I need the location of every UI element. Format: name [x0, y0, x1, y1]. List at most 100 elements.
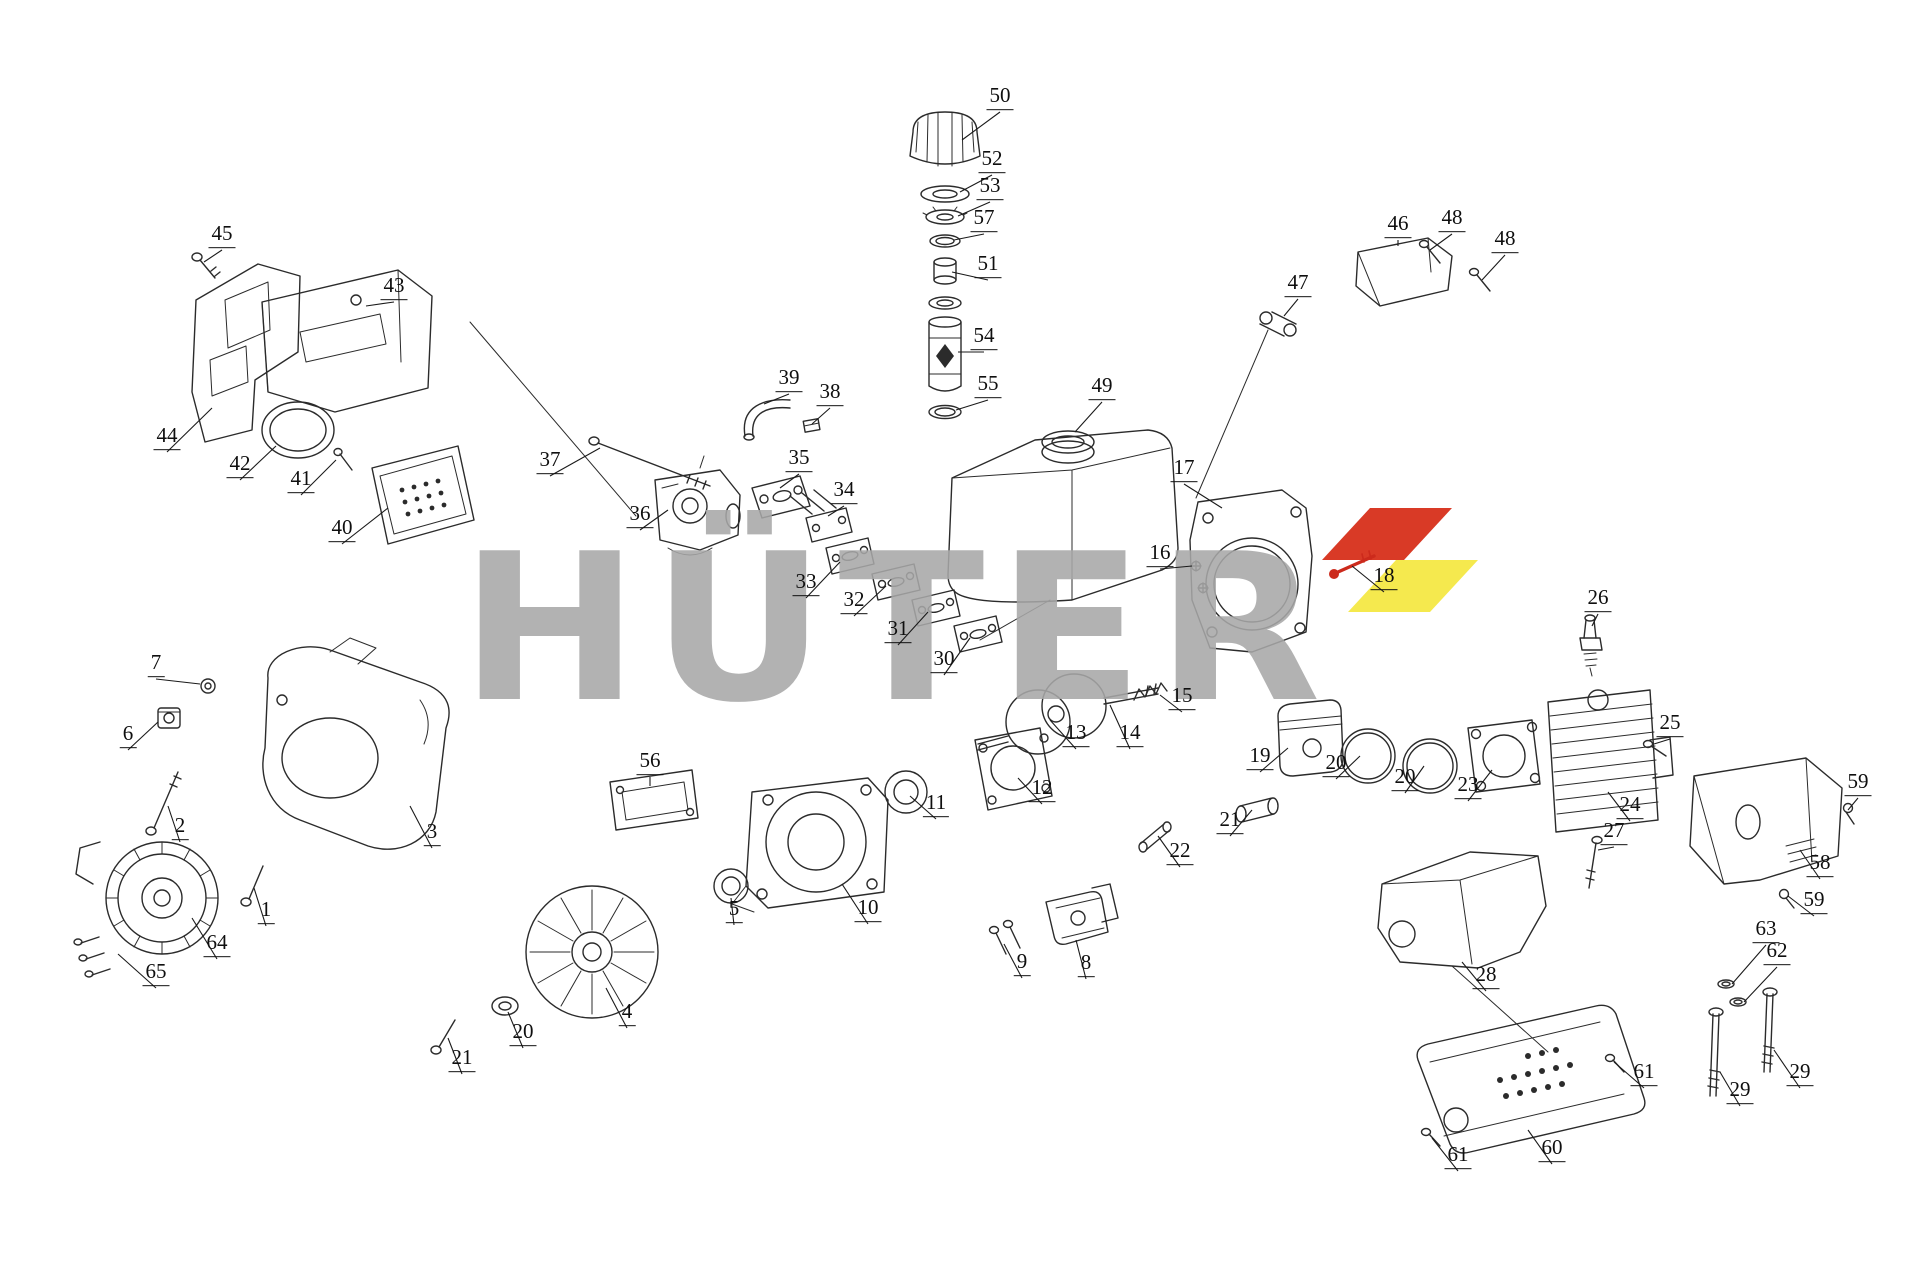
screw-48a: [1418, 239, 1441, 264]
leader-line-36: [639, 509, 669, 531]
callout-31: 31: [884, 617, 912, 643]
callout-47: 47: [1284, 271, 1312, 297]
leader-line-26: [1591, 613, 1599, 627]
flywheel-fan: [525, 885, 659, 1019]
carb-spacer-34: [789, 489, 853, 543]
screw-1: [240, 865, 264, 907]
leader-line-40: [341, 507, 389, 545]
leader-line-58: [1799, 849, 1821, 880]
leader-line-29: [1773, 1049, 1801, 1089]
filter-screw-41: [333, 447, 353, 471]
bearing-5: [713, 868, 749, 904]
reed-plate-32: [871, 563, 921, 601]
leader-line-13: [1049, 719, 1077, 750]
leader-line-47: [1283, 298, 1299, 317]
highlighted-screw-18: [1329, 550, 1376, 579]
callout-22: 22: [1166, 839, 1194, 865]
leader-line-63: [1731, 944, 1767, 985]
washer-20c: [491, 996, 519, 1016]
leader-line-48: [1429, 233, 1453, 251]
leader-line-49: [1074, 401, 1103, 433]
cylinder-gasket-23: [1467, 719, 1541, 793]
screw-21b: [430, 1019, 456, 1055]
leader-line-65: [117, 953, 157, 989]
leader-line-48: [1481, 254, 1506, 281]
callout-25: 25: [1656, 711, 1684, 737]
leader-line-7: [155, 678, 201, 685]
leader-line-10: [841, 883, 869, 925]
grille-plate: [371, 445, 475, 545]
callout-53: 53: [976, 174, 1004, 200]
callout-45: 45: [208, 222, 236, 248]
cover-screw-45: [191, 252, 221, 279]
leader-line-2: [167, 805, 181, 843]
callout-48: 48: [1491, 227, 1519, 253]
callout-8: 8: [1077, 951, 1095, 977]
fuel-filter: [928, 296, 962, 392]
callout-39: 39: [775, 366, 803, 392]
callout-51: 51: [974, 252, 1002, 278]
leader-line-14: [1109, 704, 1131, 750]
leader-line-27: [1597, 846, 1615, 851]
housing-screws-16: [1190, 560, 1209, 594]
filter-element: [261, 401, 335, 459]
leader-line-20: [1335, 755, 1361, 780]
leader-line-16: [1159, 565, 1193, 570]
logo-yellow-band: [1348, 560, 1478, 612]
cylinder: [1547, 689, 1674, 833]
bolt-29a: [1707, 1007, 1724, 1097]
tank-guard: [1377, 851, 1547, 969]
aux-leader-lines: [469, 321, 1549, 1053]
logo-red-band: [1322, 508, 1452, 560]
leader-line-51: [951, 271, 989, 281]
callout-35: 35: [785, 446, 813, 472]
spark-plug: [1579, 614, 1603, 677]
leader-line-53: [957, 201, 991, 217]
clutch-cover: [262, 637, 450, 850]
callout-24: 24: [1616, 793, 1644, 819]
callout-33: 33: [792, 570, 820, 596]
leader-line-3: [409, 805, 433, 849]
leader-line-17: [1183, 483, 1223, 509]
leader-line-45: [203, 249, 223, 263]
fuel-pipe-39: [743, 399, 791, 441]
pipe-nut-38: [802, 417, 821, 433]
carburetor: [654, 455, 741, 556]
leader-line-34: [827, 505, 845, 517]
leader-line-59: [1787, 895, 1815, 917]
callout-62: 62: [1763, 939, 1791, 965]
callout-23: 23: [1454, 773, 1482, 799]
seal-ring: [929, 234, 961, 248]
leader-line-20: [507, 1011, 524, 1049]
callout-41: 41: [287, 467, 315, 493]
piston-ring-a: [1340, 728, 1396, 784]
bolt-2: [145, 771, 182, 836]
callout-44: 44: [153, 424, 181, 450]
bolt-29b: [1761, 987, 1778, 1073]
gasket-12: [974, 727, 1053, 811]
leader-line-39: [763, 393, 790, 405]
carb-stud-37: [588, 436, 711, 490]
screw-59a: [1842, 802, 1855, 825]
callout-18: 18: [1370, 564, 1398, 590]
washer-7: [200, 678, 216, 694]
bushing: [933, 257, 957, 285]
leader-line-30: [943, 637, 971, 676]
leader-line-9: [1003, 943, 1023, 979]
leader-line-50: [961, 111, 1001, 141]
leader-line-11: [909, 795, 937, 820]
callout-4: 4: [618, 1000, 636, 1026]
callout-27: 27: [1600, 819, 1628, 845]
callout-49: 49: [1088, 374, 1116, 400]
callout-5: 5: [725, 897, 743, 923]
callout-34: 34: [830, 478, 858, 504]
leader-line-4: [605, 987, 628, 1029]
leader-line-31: [897, 611, 929, 646]
leader-line-22: [1157, 835, 1181, 868]
callout-42: 42: [226, 452, 254, 478]
callout-21: 21: [1216, 808, 1244, 834]
callout-11: 11: [922, 791, 950, 817]
leader-line-52: [959, 174, 993, 193]
screw-25: [1642, 739, 1667, 757]
